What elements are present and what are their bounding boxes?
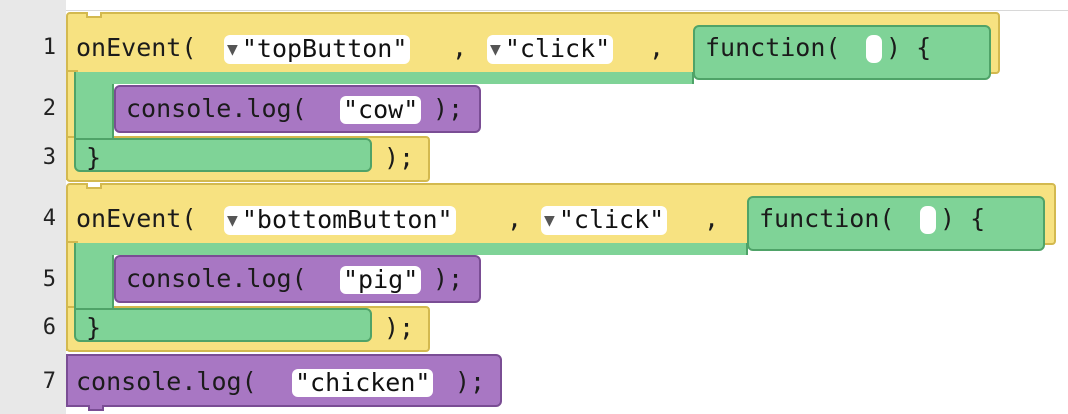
workspace-divider	[66, 10, 1068, 11]
line-number: 2	[42, 96, 56, 121]
parameter-slot[interactable]	[866, 35, 882, 63]
comma: ,	[649, 33, 665, 62]
parameter-slot[interactable]	[920, 206, 936, 234]
function-block[interactable]	[747, 196, 1045, 251]
on-event-keyword: onEvent(	[76, 204, 197, 233]
function-block[interactable]	[693, 25, 991, 80]
console-log-keyword: console.log(	[76, 367, 257, 396]
log-value-input[interactable]: "pig"	[340, 266, 422, 294]
line-number: 3	[42, 145, 56, 170]
event-type-dropdown[interactable]: ▼"click"	[541, 205, 668, 235]
event-target-dropdown[interactable]: ▼"bottomButton"	[224, 206, 456, 235]
line-number: 6	[42, 315, 56, 340]
function-block-bridge	[74, 72, 694, 84]
line-number: 5	[42, 267, 56, 292]
close-brace: }	[86, 313, 102, 342]
triangle-down-icon: ▼	[490, 39, 501, 60]
event-target-dropdown[interactable]: ▼"topButton"	[224, 34, 411, 64]
function-block-footer	[74, 138, 372, 172]
console-log-keyword: console.log(	[126, 94, 307, 123]
console-log-suffix: );	[455, 367, 486, 396]
function-keyword: function(	[705, 33, 841, 62]
event-type-dropdown[interactable]: ▼"click"	[487, 34, 614, 64]
event-type-value: "click"	[558, 205, 665, 234]
triangle-down-icon: ▼	[544, 210, 555, 231]
close-paren: );	[384, 313, 415, 342]
triangle-down-icon: ▼	[227, 210, 238, 231]
log-value-input[interactable]: "chicken"	[292, 369, 434, 397]
console-log-suffix: );	[433, 94, 464, 123]
on-event-keyword: onEvent(	[76, 33, 197, 62]
comma: ,	[704, 204, 720, 233]
console-log-keyword: console.log(	[126, 264, 307, 293]
log-value-input[interactable]: "cow"	[340, 96, 422, 124]
function-keyword: function(	[759, 204, 895, 233]
function-block-footer	[74, 308, 372, 342]
function-close: ) {	[886, 33, 932, 62]
function-block-bridge	[74, 243, 748, 255]
block-notch	[88, 405, 104, 411]
block-notch	[86, 12, 102, 18]
comma: ,	[507, 204, 523, 233]
event-target-value: "topButton"	[241, 34, 408, 63]
block-notch	[86, 183, 102, 189]
line-number-gutter: 1 2 3 4 5 6 7	[0, 0, 66, 414]
comma: ,	[452, 33, 468, 62]
line-number: 4	[42, 206, 56, 231]
close-paren: );	[384, 143, 415, 172]
triangle-down-icon: ▼	[227, 39, 238, 60]
close-brace: }	[86, 143, 102, 172]
event-target-value: "bottomButton"	[241, 205, 453, 234]
line-number: 7	[42, 369, 56, 394]
console-log-suffix: );	[433, 264, 464, 293]
line-number: 1	[42, 35, 56, 60]
event-type-value: "click"	[504, 34, 611, 63]
function-close: ) {	[940, 204, 986, 233]
